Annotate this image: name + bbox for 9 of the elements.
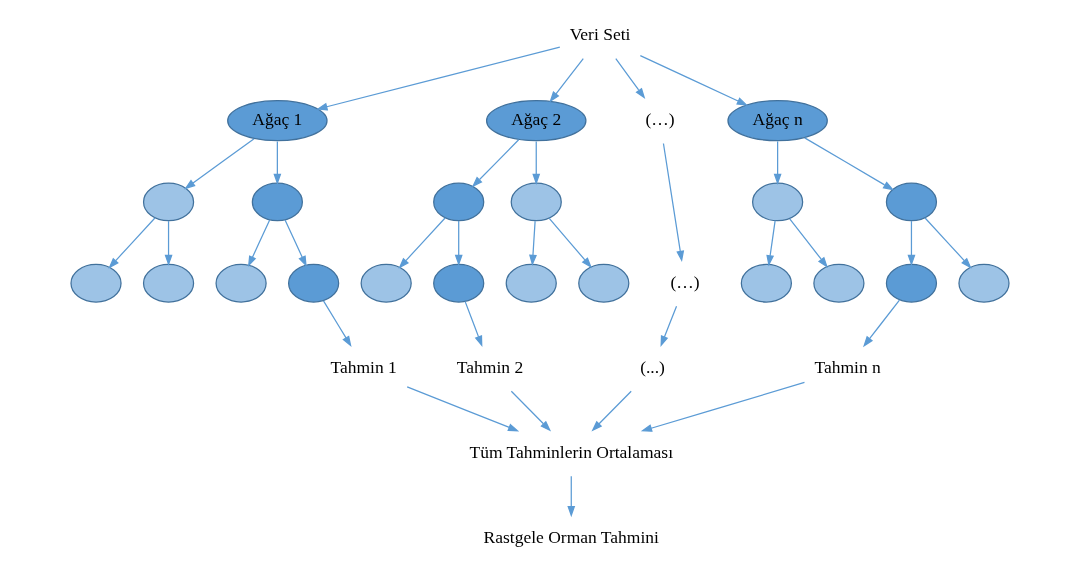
node-text: (…) <box>645 109 675 130</box>
node-text: (…) <box>670 271 700 292</box>
node-text: Tahmin n <box>814 356 881 377</box>
node-text: Rastgele Orman Tahmini <box>483 527 659 548</box>
node-text: Veri Seti <box>569 24 631 45</box>
node-text: Tahmin 1 <box>330 356 397 377</box>
node-text: (...) <box>640 356 665 377</box>
node-text: Tahmin 2 <box>456 356 524 377</box>
node-text: Tüm Tahminlerin Ortalaması <box>469 441 674 462</box>
